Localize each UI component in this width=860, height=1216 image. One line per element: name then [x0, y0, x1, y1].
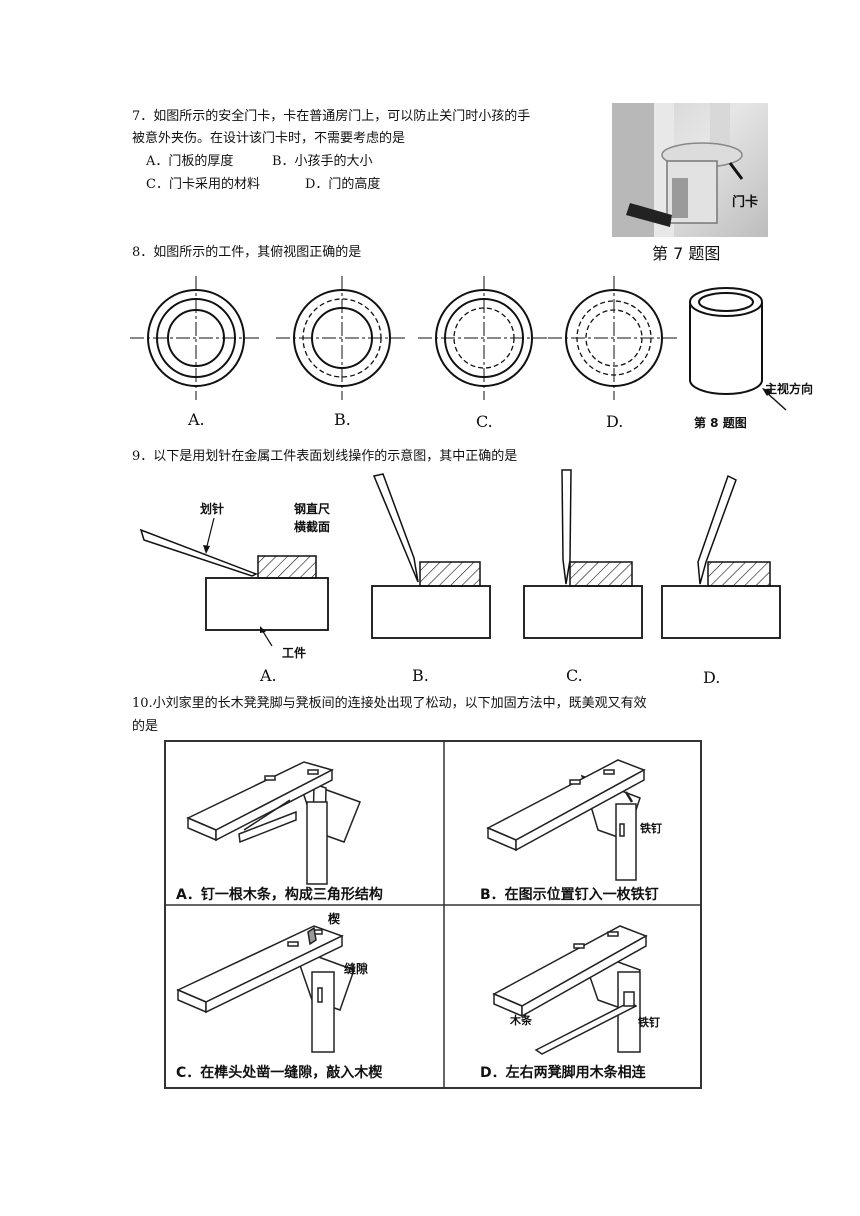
q7-option-b: B．小孩手的大小 — [272, 154, 373, 169]
q10-bench-d — [492, 925, 648, 1055]
q10-bench-c — [176, 925, 355, 1053]
q8-top-views — [130, 276, 787, 411]
q10-bench-a — [186, 761, 361, 885]
q9-label-b: B. — [412, 666, 429, 685]
q9-ruler-label-line2: 横截面 — [294, 520, 331, 534]
q9-stem: 9．以下是用划针在金属工件表面划线操作的示意图，其中正确的是 — [132, 449, 518, 464]
q10-gap-label: 缝隙 — [344, 962, 369, 976]
q8-figure-caption: 第 8 题图 — [694, 416, 747, 430]
q7-option-a: A．门板的厚度 — [146, 154, 234, 169]
q7-door-card-label: 门卡 — [732, 195, 759, 210]
q7-door-stopper-photo: 门卡 — [612, 103, 768, 237]
q8-view-d — [548, 276, 680, 400]
q9-label-c: C. — [566, 666, 583, 685]
q8-label-d: D. — [606, 412, 624, 431]
q10-wedge-label: 楔 — [328, 912, 341, 926]
q9-scriber-label: 划针 — [200, 502, 225, 516]
q9-diagram-b — [371, 473, 491, 639]
q7-option-d: D．门的高度 — [305, 177, 381, 192]
q10-bench-b — [486, 759, 646, 881]
q10-nail2-label: 铁钉 — [638, 1016, 660, 1029]
q9-workpiece-label: 工件 — [282, 646, 307, 660]
q10-caption-a: A．钉一根木条，构成三角形结构 — [176, 887, 383, 903]
q9-diagram-c — [523, 469, 643, 639]
q9-label-d: D. — [703, 668, 721, 687]
q9-diagram-d — [661, 474, 781, 639]
q10-caption-b: B．在图示位置钉入一枚铁钉 — [480, 887, 659, 903]
q7-stem-line2: 被意外夹伤。在设计该门卡时，不需要考虑的是 — [132, 131, 406, 146]
q8-label-c: C. — [476, 412, 493, 431]
q8-view-b — [276, 276, 408, 400]
q7-figure-caption: 第 7 题图 — [652, 244, 721, 263]
q9-scribing-diagrams — [139, 469, 781, 647]
q10-strip-label: 木条 — [510, 1014, 532, 1027]
q9-diagram-a — [139, 517, 329, 647]
q10-bench-figures — [164, 740, 702, 1089]
q9-ruler-label-line1: 钢直尺 — [294, 502, 331, 516]
q8-label-a: A. — [188, 410, 205, 429]
q8-stem: 8．如图所示的工件，其俯视图正确的是 — [132, 245, 362, 260]
q9-label-a: A. — [260, 666, 277, 685]
q10-caption-d: D．左右两凳脚用木条相连 — [480, 1065, 646, 1081]
q7-option-c: C．门卡采用的材料 — [146, 177, 260, 192]
q7-stem-line1: 7．如图所示的安全门卡，卡在普通房门上，可以防止关门时小孩的手 — [132, 109, 531, 124]
q8-view-a — [130, 276, 262, 400]
q10-stem-line2: 的是 — [132, 719, 159, 734]
q8-view-direction-label: 主视方向 — [765, 382, 814, 396]
q8-tube-drawing — [689, 287, 787, 411]
q10-stem-line1: 10.小刘家里的长木凳凳脚与凳板间的连接处出现了松动，以下加固方法中，既美观又有… — [132, 696, 647, 711]
q10-caption-c: C．在榫头处凿一缝隙，敲入木楔 — [176, 1065, 383, 1081]
q8-label-b: B. — [334, 410, 351, 429]
q10-nail-label: 铁钉 — [640, 822, 662, 835]
q8-view-c — [418, 276, 550, 400]
